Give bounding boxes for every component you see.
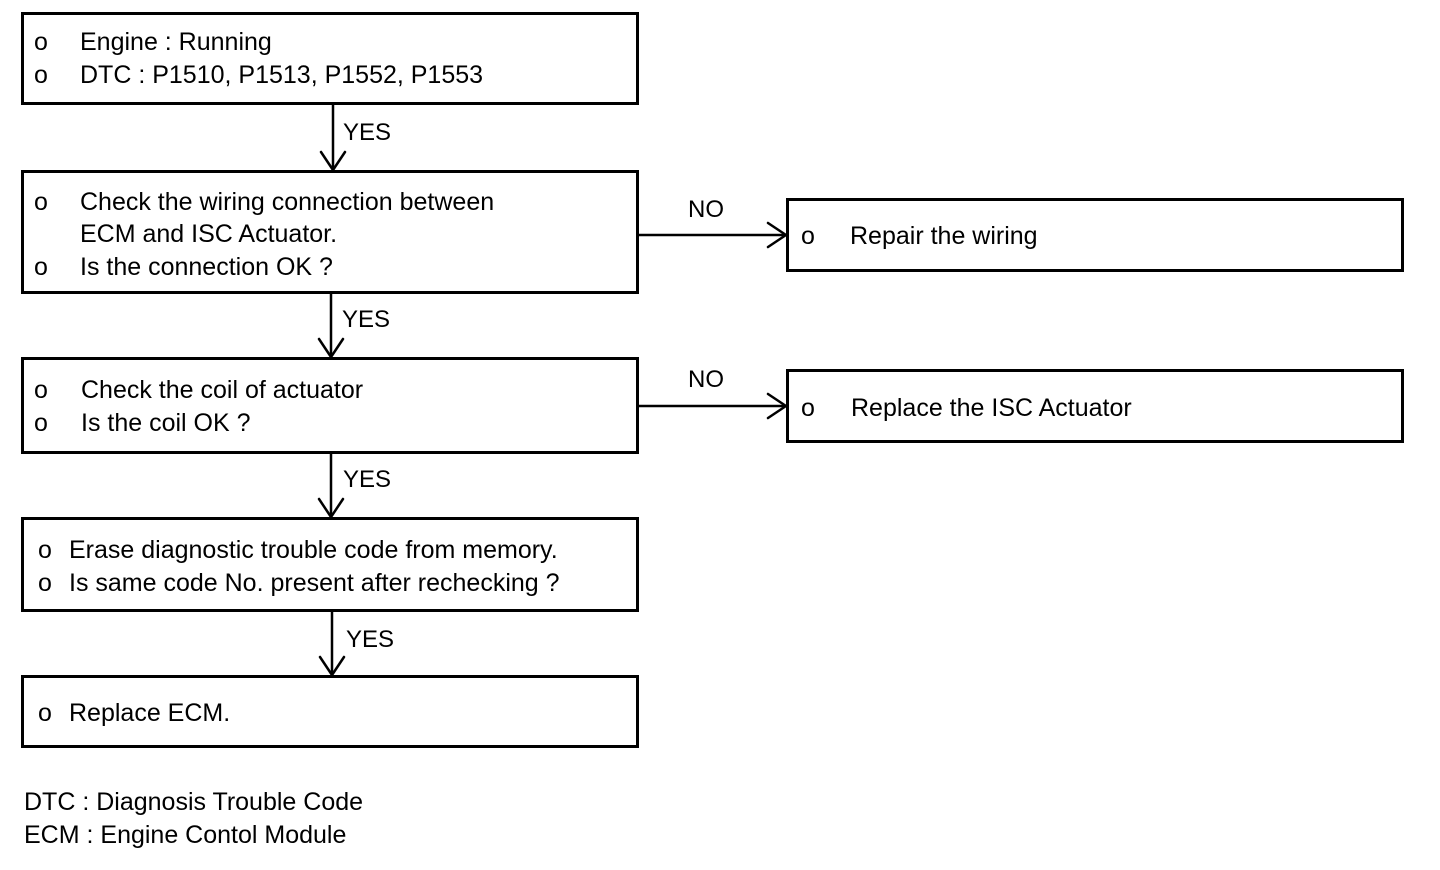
bullet-marker: o — [34, 376, 48, 404]
bullet-marker: o — [34, 409, 48, 437]
legend-ecm: ECM : Engine Contol Module — [24, 821, 347, 849]
bullet-marker: o — [34, 188, 48, 216]
bullet-marker: o — [34, 61, 48, 89]
step-text: DTC : P1510, P1513, P1552, P1553 — [80, 61, 484, 89]
bullet-marker: o — [38, 536, 52, 564]
bullet-marker: o — [34, 253, 48, 281]
bullet-marker: o — [38, 569, 52, 597]
no-label-2: NO — [688, 366, 724, 393]
step-text: ECM and ISC Actuator. — [80, 220, 338, 248]
step-text: Check the wiring connection between — [80, 188, 495, 216]
step-box-replace-ecm: o Replace ECM. — [21, 675, 639, 748]
step-text: Is the connection OK ? — [80, 253, 333, 281]
action-box-repair-wiring: o Repair the wiring — [786, 198, 1404, 272]
step-text: Is same code No. present after recheckin… — [69, 569, 560, 597]
yes-label-2: YES — [342, 306, 391, 333]
yes-label-1: YES — [343, 119, 392, 146]
no-label-1: NO — [688, 196, 724, 223]
step-text: Is the coil OK ? — [81, 409, 251, 437]
bullet-marker: o — [801, 394, 815, 422]
bullet-marker: o — [38, 699, 52, 727]
bullet-marker: o — [34, 28, 48, 56]
step-text: Engine : Running — [80, 28, 272, 56]
yes-label-4: YES — [346, 626, 395, 653]
step-box-check-wiring: o Check the wiring connection between EC… — [21, 170, 639, 294]
action-text: Replace the ISC Actuator — [851, 394, 1132, 422]
yes-label-3: YES — [343, 466, 392, 493]
step-box-erase-dtc: o Erase diagnostic trouble code from mem… — [21, 517, 639, 612]
action-box-replace-isc-actuator: o Replace the ISC Actuator — [786, 369, 1404, 443]
legend-dtc: DTC : Diagnosis Trouble Code — [24, 788, 364, 816]
action-text: Repair the wiring — [850, 222, 1038, 250]
step-text: Replace ECM. — [69, 699, 231, 727]
bullet-marker: o — [801, 222, 815, 250]
step-box-check-coil: o Check the coil of actuator o Is the co… — [21, 357, 639, 454]
step-text: Erase diagnostic trouble code from memor… — [69, 536, 558, 564]
step-text: Check the coil of actuator — [81, 376, 364, 404]
step-box-engine-running: o Engine : Running o DTC : P1510, P1513,… — [21, 12, 639, 105]
